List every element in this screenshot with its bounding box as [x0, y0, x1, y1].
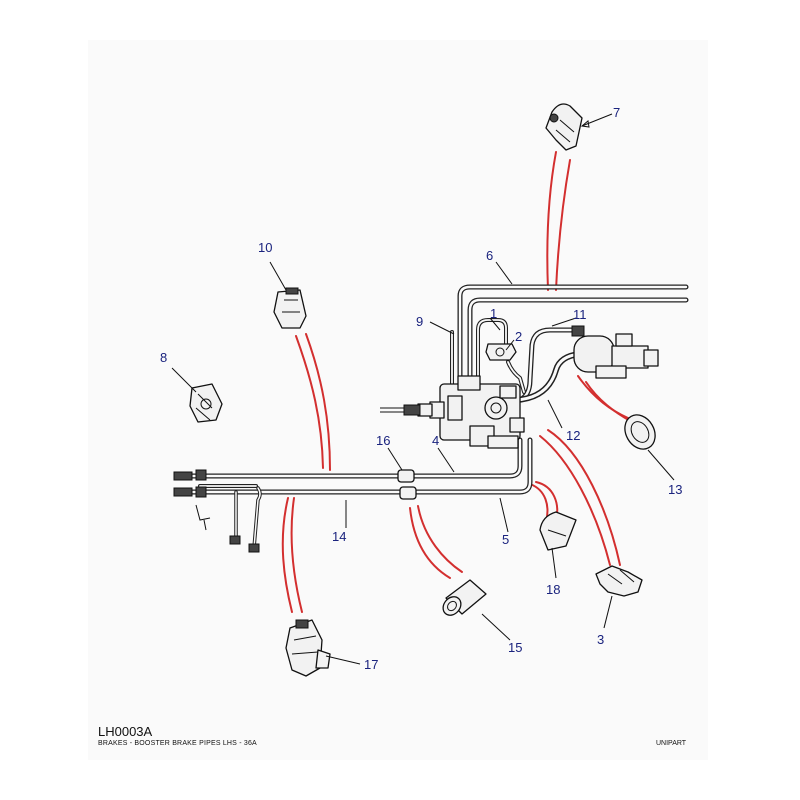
pipe-runs — [179, 284, 689, 550]
callouts: 7 10 8 6 9 1 2 11 12 13 16 4 14 5 18 3 1… — [160, 105, 682, 672]
leader-lines — [171, 113, 675, 665]
pipe-connector-16 — [397, 469, 417, 500]
pipe-4 — [179, 437, 523, 479]
callout-14: 14 — [332, 529, 346, 544]
link-15-b — [417, 505, 463, 573]
link-3-a — [539, 435, 611, 566]
link-15-a — [409, 507, 451, 579]
nut-5 — [195, 486, 207, 498]
callout-1: 1 — [490, 306, 497, 321]
link-7-b — [555, 159, 571, 291]
callout-9: 9 — [416, 314, 423, 329]
part-8-clip — [189, 383, 223, 423]
link-10-b — [305, 333, 331, 471]
part-7-clip — [545, 103, 583, 151]
part-18-clip — [539, 511, 577, 551]
callout-6: 6 — [486, 248, 493, 263]
pipe-14-bracket — [195, 504, 211, 531]
callout-13: 13 — [668, 482, 682, 497]
link-17-b — [290, 497, 303, 613]
nut-drop-a — [229, 535, 241, 545]
callout-17: 17 — [364, 657, 378, 672]
callout-4: 4 — [432, 433, 439, 448]
nut-drop-b — [248, 543, 260, 553]
fitting-5-end — [173, 487, 193, 497]
callout-12: 12 — [566, 428, 580, 443]
part-10-clip — [273, 287, 307, 329]
callout-18: 18 — [546, 582, 560, 597]
nut-4 — [195, 469, 207, 481]
valve-block — [380, 375, 525, 449]
abs-modulator — [571, 325, 659, 379]
link-3-b — [547, 429, 621, 566]
fitting-4-end — [173, 471, 193, 481]
diagram-caption: BRAKES - BOOSTER BRAKE PIPES LHS - 36A — [98, 740, 257, 747]
diagram-ref-code: LH0003A — [98, 724, 153, 739]
pipe-bracket-2 — [485, 343, 517, 361]
brand-label: UNIPART — [656, 740, 687, 747]
callout-10: 10 — [258, 240, 272, 255]
callout-16: 16 — [376, 433, 390, 448]
part-3-clip — [595, 565, 643, 597]
callout-3: 3 — [597, 632, 604, 647]
link-7-a — [546, 151, 557, 291]
callout-15: 15 — [508, 640, 522, 655]
part-15-connector — [442, 579, 487, 616]
part-13-grommet — [624, 414, 656, 450]
callout-7: 7 — [613, 105, 620, 120]
part-17-clip — [285, 619, 331, 677]
callout-5: 5 — [502, 532, 509, 547]
callout-2: 2 — [515, 329, 522, 344]
link-17-a — [281, 497, 293, 613]
callout-11: 11 — [573, 307, 587, 322]
link-10-a — [295, 335, 324, 469]
pipe-end-fittings — [173, 469, 260, 553]
link-18-a — [529, 483, 549, 523]
callout-8: 8 — [160, 350, 167, 365]
